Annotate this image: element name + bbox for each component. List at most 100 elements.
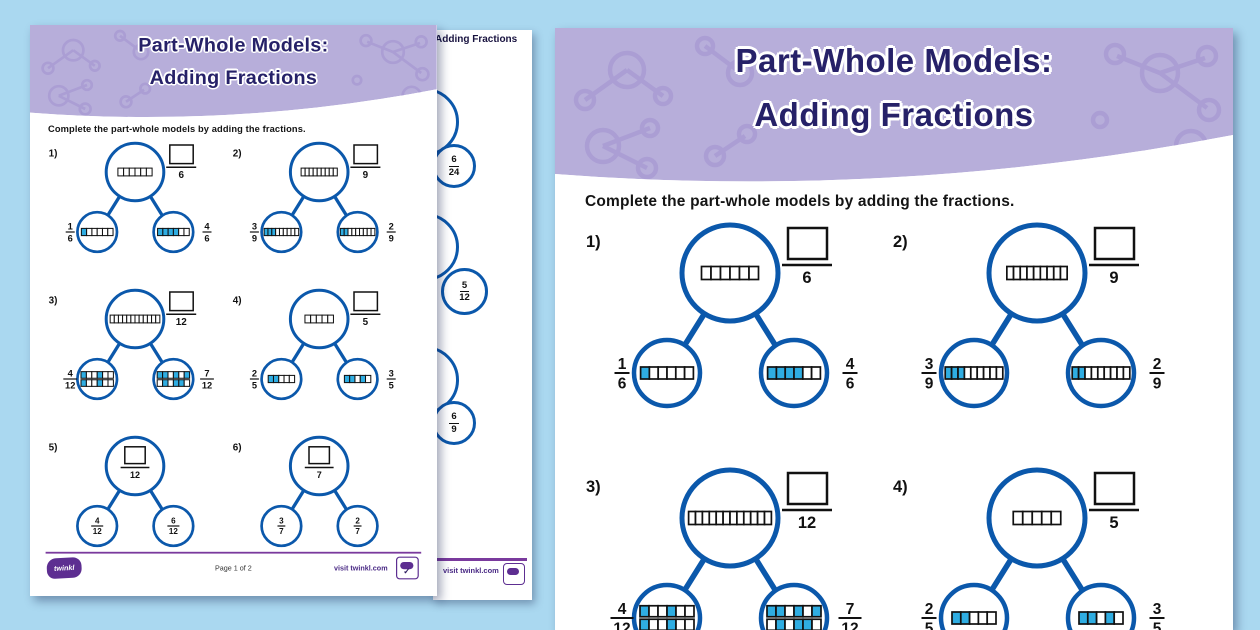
fraction-denominator: 6	[618, 376, 627, 393]
empty-cell	[1019, 265, 1028, 281]
shaded-cell	[802, 618, 813, 630]
shaded-cell	[157, 227, 164, 237]
empty-cell	[278, 374, 285, 384]
connector-line	[681, 555, 708, 594]
fraction-numerator: 3	[389, 369, 394, 379]
answer-box	[353, 291, 379, 312]
empty-cell	[1021, 510, 1034, 526]
shaded-cell	[666, 618, 677, 630]
empty-cell	[736, 510, 745, 526]
empty-cell	[320, 167, 326, 177]
worksheet-header: Part-Whole Models: Adding Fractions	[30, 25, 437, 123]
footer-divider	[45, 551, 422, 554]
empty-cell	[167, 371, 174, 379]
empty-cell	[91, 379, 98, 387]
connector-line	[106, 341, 122, 365]
answer-denominator: 5	[1109, 514, 1118, 532]
quality-badge-icon	[503, 563, 525, 585]
part-fraction-label: 29	[1149, 356, 1165, 393]
shaded-cell	[80, 371, 87, 379]
shaded-cell	[1086, 611, 1098, 625]
part-fraction-label: 712	[200, 369, 214, 390]
empty-cell	[282, 227, 288, 237]
empty-cell	[657, 618, 668, 630]
problem-number: 5)	[49, 442, 58, 453]
empty-cell	[675, 618, 686, 630]
empty-cell	[96, 227, 103, 237]
empty-cell	[722, 510, 731, 526]
shaded-cell	[162, 227, 169, 237]
fraction-strip	[80, 371, 114, 387]
empty-cell	[91, 371, 98, 379]
answer-box	[353, 144, 379, 165]
header-band	[30, 25, 437, 123]
empty-cell	[811, 618, 822, 630]
empty-cell	[1059, 265, 1068, 281]
empty-cell	[708, 510, 718, 526]
problem-number: 1)	[586, 233, 601, 251]
fraction-denominator: 9	[1153, 376, 1162, 393]
connector-line	[148, 488, 164, 512]
empty-cell	[155, 314, 161, 324]
fraction-numerator: 2	[389, 222, 394, 232]
fraction-denominator: 12	[202, 380, 212, 390]
fraction-denominator: 9	[925, 376, 934, 393]
empty-cell	[1096, 366, 1106, 380]
empty-cell	[715, 510, 724, 526]
empty-cell	[742, 510, 752, 526]
fraction-numerator: 6	[171, 517, 176, 526]
empty-cell	[365, 374, 372, 384]
empty-cell	[700, 265, 712, 281]
fraction-strip	[80, 227, 114, 237]
shaded-cell	[639, 618, 650, 630]
back-page-footer-divider	[437, 558, 527, 561]
empty-cell	[359, 227, 364, 237]
answer-box	[308, 446, 331, 465]
answer-box	[786, 471, 829, 506]
empty-cell	[145, 167, 153, 177]
empty-cell	[1012, 265, 1022, 281]
empty-cell	[749, 510, 759, 526]
fraction-numerator: 4	[95, 517, 100, 526]
problem-number: 3)	[49, 295, 58, 306]
fraction-numerator: 4	[204, 222, 210, 232]
empty-cell	[694, 510, 704, 526]
answer-denominator: 9	[363, 170, 369, 181]
empty-cell	[315, 314, 323, 324]
empty-cell	[102, 379, 109, 387]
empty-cell	[784, 618, 795, 630]
shaded-cell	[267, 374, 274, 384]
whole-circle	[104, 435, 166, 497]
empty-cell	[968, 611, 980, 625]
fraction-denominator: 7	[279, 527, 284, 536]
empty-cell	[294, 227, 300, 237]
connector-line	[332, 194, 349, 218]
shaded-cell	[343, 227, 349, 237]
empty-cell	[117, 167, 125, 177]
empty-cell	[810, 366, 822, 380]
fraction-denominator: 12	[93, 527, 103, 536]
fraction-strip	[766, 604, 822, 630]
connector-line	[106, 488, 122, 512]
empty-cell	[128, 167, 136, 177]
shaded-cell	[1104, 611, 1116, 625]
connector-line	[1059, 310, 1086, 349]
whole-denominator: 7	[317, 470, 322, 480]
part-fraction-label: 35	[386, 369, 396, 390]
shaded-cell	[272, 374, 280, 384]
empty-cell	[675, 604, 686, 618]
fraction-numerator: 4	[846, 356, 855, 373]
shaded-cell	[343, 374, 351, 384]
empty-cell	[354, 374, 361, 384]
empty-cell	[300, 167, 306, 177]
worksheet-page: Part-Whole Models: Adding Fractions Comp…	[555, 28, 1233, 630]
